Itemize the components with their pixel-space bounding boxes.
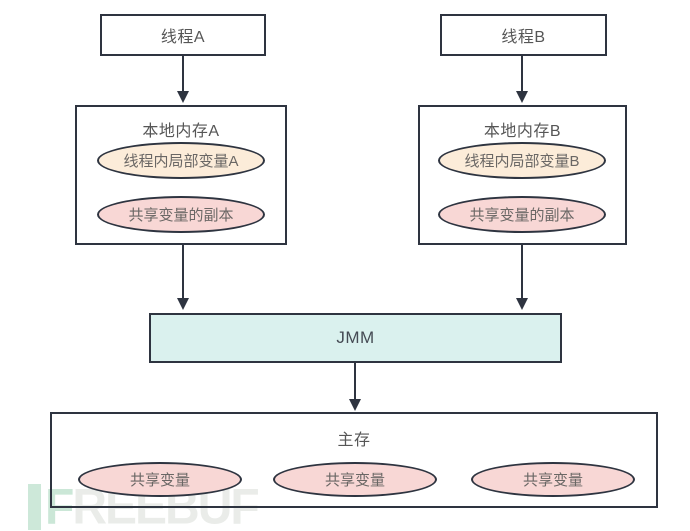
shared-copy-a-ellipse: 共享变量的副本 <box>97 196 265 233</box>
thread-a-box: 线程A <box>100 14 266 56</box>
local-var-b-ellipse: 线程内局部变量B <box>438 142 606 179</box>
main-memory-box: 主存 <box>50 412 658 508</box>
jmm-label: JMM <box>336 328 375 347</box>
arrow-head-icon <box>177 298 189 310</box>
local-var-b-label: 线程内局部变量B <box>464 153 580 170</box>
freebuf-logo-icon <box>28 484 41 530</box>
arrow-head-icon <box>516 298 528 310</box>
shared-var-label-1: 共享变量 <box>129 472 190 489</box>
local-memory-b-title: 本地内存B <box>483 123 562 140</box>
shared-var-label-2: 共享变量 <box>324 472 385 489</box>
main-memory-title: 主存 <box>337 432 371 449</box>
local-var-a-label: 线程内局部变量A <box>123 153 239 170</box>
arrow-shaft <box>182 56 184 91</box>
arrow-head-icon <box>349 399 361 411</box>
shared-var-ellipse-2: 共享变量 <box>273 462 437 497</box>
arrow-shaft <box>182 245 184 298</box>
arrow-head-icon <box>177 91 189 103</box>
shared-var-ellipse-3: 共享变量 <box>471 462 635 497</box>
thread-b-box: 线程B <box>440 14 607 56</box>
arrow-head-icon <box>516 91 528 103</box>
local-var-a-ellipse: 线程内局部变量A <box>97 142 265 179</box>
shared-var-ellipse-1: 共享变量 <box>78 462 242 497</box>
shared-copy-b-label: 共享变量的副本 <box>469 207 575 224</box>
thread-b-label: 线程B <box>501 29 546 46</box>
shared-copy-a-label: 共享变量的副本 <box>128 207 234 224</box>
arrow-shaft <box>354 363 356 399</box>
shared-var-label-3: 共享变量 <box>522 472 583 489</box>
local-memory-a-title: 本地内存A <box>142 123 220 140</box>
thread-a-label: 线程A <box>160 29 206 46</box>
arrow-shaft <box>521 56 523 91</box>
arrow-shaft <box>521 245 523 298</box>
jmm-box: JMM <box>149 313 562 363</box>
shared-copy-b-ellipse: 共享变量的副本 <box>438 196 606 233</box>
